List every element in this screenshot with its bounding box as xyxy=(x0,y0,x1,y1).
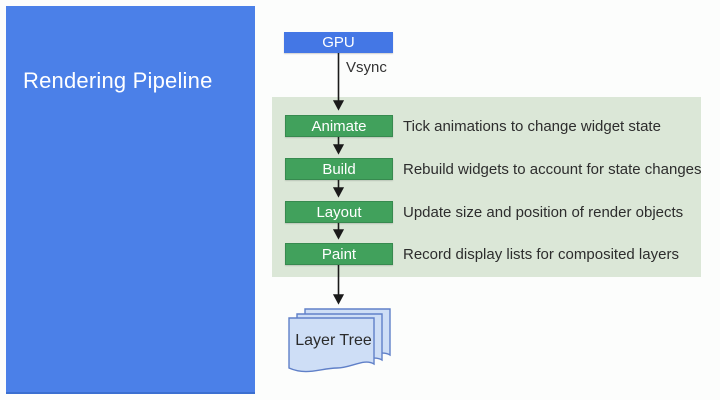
stage-row-paint: Paint Record display lists for composite… xyxy=(285,243,679,265)
stage-description-paint: Record display lists for composited laye… xyxy=(403,245,679,263)
stage-box-paint: Paint xyxy=(285,243,393,265)
layer-tree-label: Layer Tree xyxy=(295,332,372,349)
stage-row-animate: Animate Tick animations to change widget… xyxy=(285,115,661,137)
gpu-node: GPU xyxy=(284,32,393,53)
title-panel: Rendering Pipeline xyxy=(6,6,255,394)
layer-tree-page-front xyxy=(288,317,375,373)
stage-row-layout: Layout Update size and position of rende… xyxy=(285,201,683,223)
stage-description-build: Rebuild widgets to account for state cha… xyxy=(403,160,702,178)
vsync-label: Vsync xyxy=(346,59,387,76)
stage-box-layout: Layout xyxy=(285,201,393,223)
page-title: Rendering Pipeline xyxy=(23,68,213,93)
stage-description-animate: Tick animations to change widget state xyxy=(403,117,661,135)
stage-box-build: Build xyxy=(285,158,393,180)
stage-description-layout: Update size and position of render objec… xyxy=(403,203,684,221)
stage-row-build: Build Rebuild widgets to account for sta… xyxy=(285,158,702,180)
layer-tree-shape xyxy=(288,308,391,373)
stage-box-animate: Animate xyxy=(285,115,393,137)
